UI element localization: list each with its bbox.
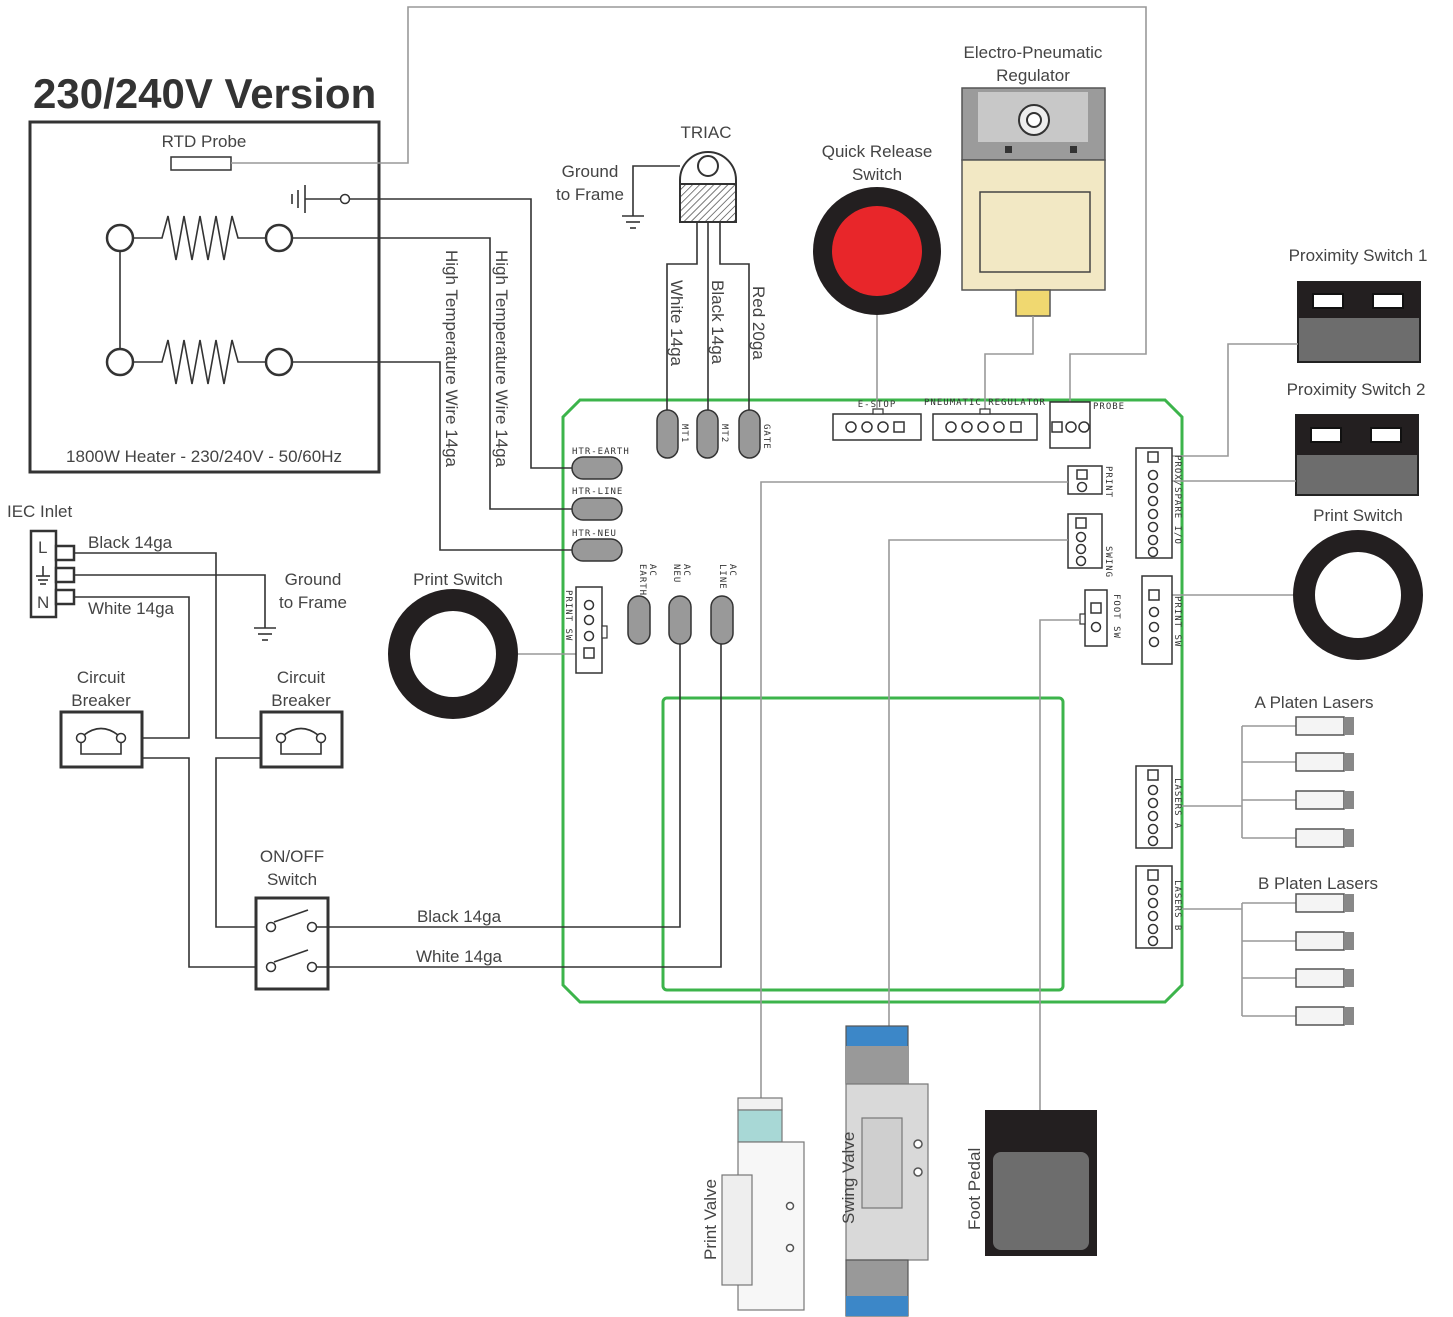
swing-valve-label: Swing Valve — [839, 1132, 858, 1224]
foot-pedal: Foot Pedal — [965, 1110, 1097, 1256]
htr-neu-pad — [571, 538, 623, 562]
onoff-label: Switch — [267, 870, 317, 889]
iec-pin-n: N — [37, 593, 49, 612]
pneumatic-regulator-label: PNEUMATIC REGULATOR — [924, 398, 1046, 408]
print-label: PRINT — [1103, 466, 1113, 498]
heater-wire-label: High Temperature Wire 14ga — [492, 250, 511, 468]
earth-icon — [36, 566, 50, 585]
heater-wire-label: High Temperature Wire 14ga — [442, 250, 461, 468]
iec-black-wire-label: Black 14ga — [88, 533, 173, 552]
print-valve: Print Valve — [701, 1097, 805, 1311]
page-title: 230/240V Version — [33, 70, 376, 117]
iec-ground-label: to Frame — [279, 593, 347, 612]
prox-spare-label: PROX/SPARE I/O — [1172, 455, 1182, 545]
foot-sw-connector — [1084, 589, 1108, 647]
lasers-a-label: LASERS A — [1172, 778, 1182, 829]
htr-line-pad — [571, 497, 623, 521]
breaker-right-label: Breaker — [271, 691, 331, 710]
foot-sw-label: FOOT SW — [1111, 594, 1121, 639]
probe-label: PROBE — [1093, 402, 1125, 412]
iec-ground-label: Ground — [285, 570, 342, 589]
ac-earth-pad — [627, 595, 651, 645]
ground-icon — [254, 627, 276, 641]
onoff-black-wire-label: Black 14ga — [417, 907, 502, 926]
print-sw-right-label: PRINT SW — [1172, 596, 1182, 647]
triac-red-wire-label: Red 20ga — [749, 286, 768, 360]
htr-earth-label: HTR-EARTH — [572, 447, 630, 457]
swing-label: SWING — [1103, 546, 1113, 578]
electro-pneumatic-regulator: Electro-Pneumatic Regulator — [961, 43, 1106, 414]
triac-label: TRIAC — [681, 123, 732, 142]
circuit-breaker-left: Circuit Breaker — [59, 668, 144, 769]
heater-terminal — [264, 347, 294, 377]
gate-pad — [738, 409, 761, 459]
ac-neu-label: NEU — [671, 564, 681, 583]
rtd-probe — [170, 156, 232, 171]
breaker-left-label: Circuit — [77, 668, 125, 687]
estop-label: E-STOP — [858, 400, 897, 410]
b-lasers-label: B Platen Lasers — [1258, 874, 1378, 893]
regulator-label: Regulator — [996, 66, 1070, 85]
triac-black-wire-label: Black 14ga — [708, 280, 727, 365]
iec-white-wire-label: White 14ga — [88, 599, 175, 618]
breaker-left-label: Breaker — [71, 691, 131, 710]
foot-pedal-label: Foot Pedal — [965, 1148, 984, 1230]
control-board — [561, 398, 1184, 1004]
gate-label: GATE — [761, 424, 771, 450]
print-switch-right: Print Switch — [1172, 506, 1423, 660]
quick-release-label: Switch — [852, 165, 902, 184]
regulator-label: Electro-Pneumatic — [964, 43, 1103, 62]
ac-neu-pad — [668, 595, 692, 645]
prox2-label: Proximity Switch 2 — [1287, 380, 1426, 399]
a-platen-lasers — [1182, 716, 1354, 848]
ac-earth-label: AC — [647, 564, 657, 577]
heater-terminal — [105, 347, 135, 377]
ac-line-pad — [710, 595, 734, 645]
proximity-switch-2: Proximity Switch 2 — [1287, 380, 1426, 496]
ac-line-label: AC — [727, 564, 737, 577]
htr-line-label: HTR-LINE — [572, 487, 623, 497]
quick-release-switch: Quick Release Switch — [813, 142, 941, 408]
print-sw-left-label: PRINT SW — [563, 590, 573, 641]
iec-pin-l: L — [38, 538, 47, 557]
heater-terminal — [264, 223, 294, 253]
b-platen-lasers — [1182, 893, 1354, 1026]
heater-spec-label: 1800W Heater - 230/240V - 50/60Hz — [66, 447, 342, 466]
triac-white-wire-label: White 14ga — [667, 280, 686, 367]
proximity-switch-1: Proximity Switch 1 — [1289, 246, 1428, 363]
circuit-breaker-right: Circuit Breaker — [259, 668, 344, 769]
htr-earth-pad — [571, 456, 623, 480]
ac-line-label: LINE — [717, 564, 727, 590]
heater-terminal — [105, 223, 135, 253]
print-switch-right-label: Print Switch — [1313, 506, 1403, 525]
ac-earth-label: EARTH — [637, 564, 647, 596]
print-switch-left: Print Switch — [388, 570, 576, 719]
onoff-white-wire-label: White 14ga — [416, 947, 503, 966]
quick-release-label: Quick Release — [822, 142, 933, 161]
mt2-label: MT2 — [719, 424, 729, 443]
prox1-label: Proximity Switch 1 — [1289, 246, 1428, 265]
mt1-label: MT1 — [679, 424, 689, 443]
rtd-probe-label: RTD Probe — [162, 132, 247, 151]
iec-inlet: IEC Inlet L N — [7, 502, 76, 619]
ac-neu-label: AC — [681, 564, 691, 577]
htr-neu-label: HTR-NEU — [572, 529, 617, 539]
mt2-pad — [696, 409, 719, 459]
mt1-pad — [656, 409, 679, 459]
swing-valve: Swing Valve — [839, 1025, 929, 1317]
onoff-label: ON/OFF — [260, 847, 324, 866]
chassis-ground-icon — [291, 185, 351, 213]
a-lasers-label: A Platen Lasers — [1254, 693, 1373, 712]
lasers-b-label: LASERS B — [1172, 880, 1182, 931]
iec-inlet-label: IEC Inlet — [7, 502, 72, 521]
breaker-right-label: Circuit — [277, 668, 325, 687]
print-valve-label: Print Valve — [701, 1179, 720, 1260]
heater-assembly: RTD Probe 1800W Heater - 230/240V - 50/6… — [28, 120, 381, 474]
print-sw-right-connector — [1141, 575, 1173, 665]
triac-ground-label: to Frame — [556, 185, 624, 204]
triac: TRIAC Ground to Frame White 14ga Black 1… — [556, 123, 768, 410]
triac-ground-label: Ground — [562, 162, 619, 181]
print-switch-left-label: Print Switch — [413, 570, 503, 589]
